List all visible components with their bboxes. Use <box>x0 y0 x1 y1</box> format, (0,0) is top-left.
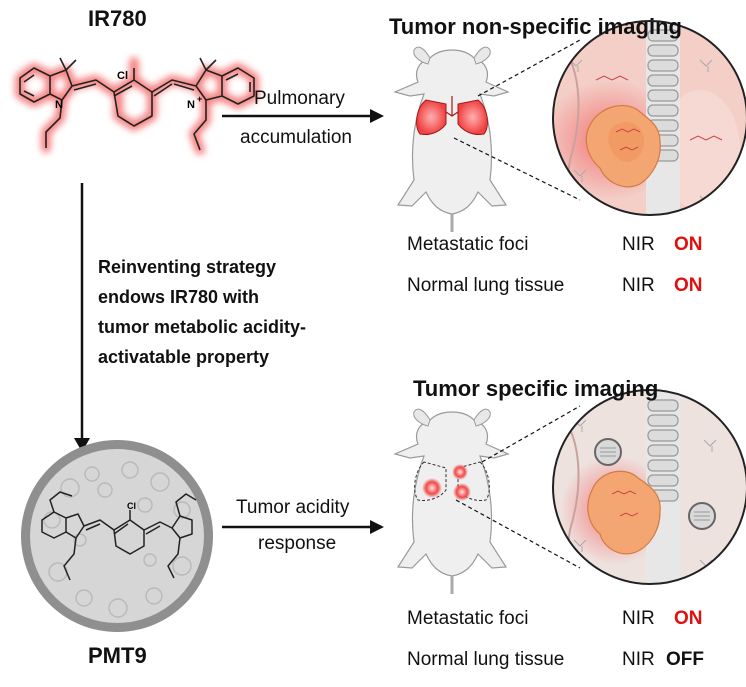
arrow-pulmonary <box>222 109 384 123</box>
top-row1-state: ON <box>674 234 703 255</box>
mouse-bottom <box>393 408 510 594</box>
title-ir780: IR780 <box>88 6 147 31</box>
title-nonspecific: Tumor non-specific imaging <box>389 14 682 39</box>
molecule-plus-sign: + <box>197 94 202 104</box>
title-specific: Tumor specific imaging <box>413 376 659 401</box>
zoom-circle-bottom <box>552 389 746 585</box>
transformation-arrow <box>74 183 90 452</box>
title-pmt9: PMT9 <box>88 643 147 668</box>
bottom-row2-state: OFF <box>666 649 704 670</box>
arrow-top-label-line1: Pulmonary <box>254 88 345 109</box>
top-row1-label: Metastatic foci <box>407 234 529 255</box>
bottom-row2-nir: NIR <box>622 649 655 670</box>
molecule-cl-label: Cl <box>117 70 128 82</box>
strategy-line4: activatable property <box>98 347 270 367</box>
bottom-row2-label: Normal lung tissue <box>407 649 565 670</box>
top-row2-state: ON <box>674 275 703 296</box>
arrow-top-label-line2: accumulation <box>240 127 352 148</box>
zoom-circle-top <box>552 20 746 216</box>
strategy-line3: tumor metabolic acidity- <box>98 317 307 337</box>
bottom-row1-state: ON <box>674 608 703 629</box>
strategy-line1: Reinventing strategy <box>98 257 277 277</box>
bottom-row1-label: Metastatic foci <box>407 608 529 629</box>
pmt9-nanoparticle: Cl <box>21 440 213 632</box>
mouse-top <box>393 46 510 232</box>
top-row2-nir: NIR <box>622 275 655 296</box>
top-row2-label: Normal lung tissue <box>407 275 565 296</box>
top-row1-nir: NIR <box>622 234 655 255</box>
pmt9-cl-label: Cl <box>127 501 136 511</box>
molecule-nplus-label: N <box>187 99 195 111</box>
ir780-molecule <box>15 57 259 155</box>
arrow-bottom-label-line2: response <box>258 533 337 554</box>
strategy-line2: endows IR780 with <box>98 287 260 307</box>
arrow-bottom-label-line1: Tumor acidity <box>236 497 350 518</box>
bottom-row1-nir: NIR <box>622 608 655 629</box>
molecule-n-label: N <box>55 99 63 111</box>
arrow-acidity <box>222 520 384 534</box>
